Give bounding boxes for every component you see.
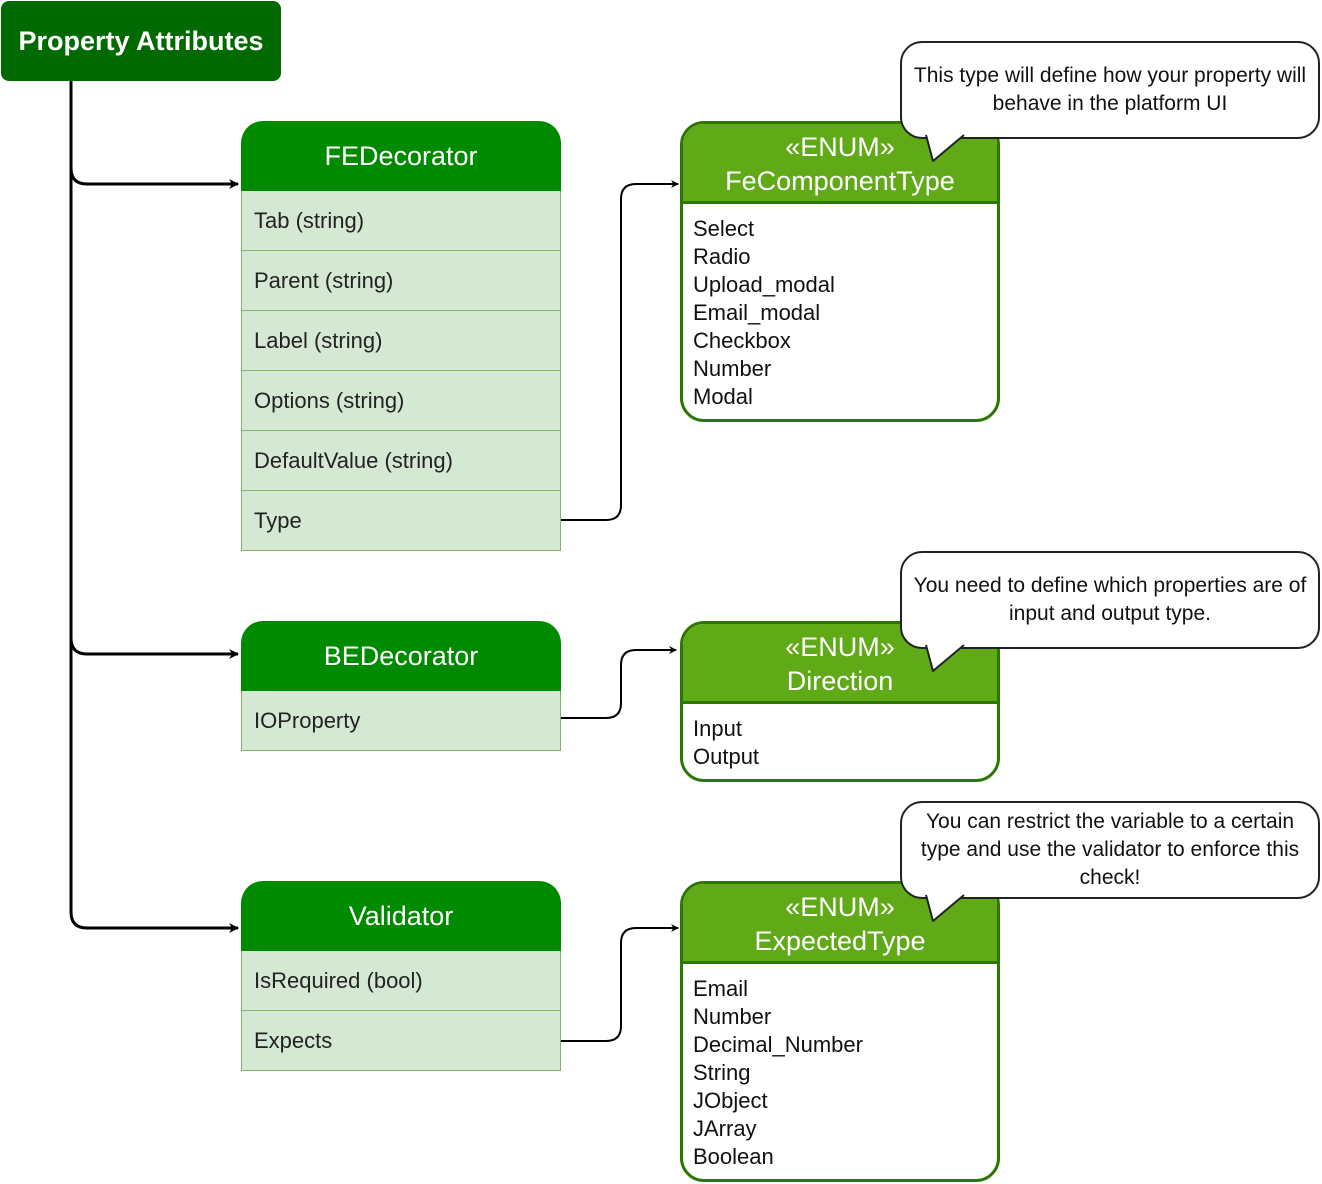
class-validator-header: Validator: [241, 881, 561, 951]
callout-direction-note: You need to define which properties are …: [900, 551, 1320, 649]
enum-fecomponenttype-items: Select Radio Upload_modal Email_modal Ch…: [683, 204, 997, 411]
connector-ioproperty-to-direction: [561, 646, 677, 719]
validator-row-expects: Expects: [241, 1011, 561, 1071]
fedecorator-row-label: Label (string): [241, 311, 561, 371]
class-bedecorator-header: BEDecorator: [241, 621, 561, 691]
bedecorator-row-ioproperty: IOProperty: [241, 691, 561, 751]
enum-stereotype: «ENUM»: [785, 892, 895, 922]
enum-expectedtype: «ENUM» ExpectedType Email Number Decimal…: [680, 881, 1000, 1182]
enum-direction-header: «ENUM» Direction: [683, 624, 997, 704]
enum-item-radio: Radio: [693, 244, 751, 269]
trunk-connector: [69, 81, 239, 933]
fedecorator-row-type: Type: [241, 491, 561, 551]
enum-item-number: Number: [693, 356, 772, 381]
callout-tail-icon: [925, 642, 965, 672]
enum-item-email-modal: Email_modal: [693, 300, 821, 325]
enum-expectedtype-items: Email Number Decimal_Number String JObje…: [683, 964, 997, 1171]
connector-root-to-bedecorator: [69, 637, 239, 659]
enum-item-output: Output: [693, 744, 760, 769]
fedecorator-row-options: Options (string): [241, 371, 561, 431]
enum-item-checkbox: Checkbox: [693, 328, 791, 353]
enum-name: FeComponentType: [725, 166, 955, 196]
enum-item-string: String: [693, 1060, 751, 1085]
enum-name: Direction: [786, 666, 894, 696]
callout-tail-icon: [925, 132, 965, 162]
enum-item-email: Email: [693, 976, 749, 1001]
connector-root-to-fedecorator: [69, 167, 239, 189]
connector-type-to-fecomponenttype: [561, 180, 679, 521]
callout-expectedtype-note: You can restrict the variable to a certa…: [900, 801, 1320, 899]
enum-stereotype: «ENUM»: [785, 632, 895, 662]
fedecorator-row-parent: Parent (string): [241, 251, 561, 311]
class-validator: Validator IsRequired (bool) Expects: [241, 881, 561, 1071]
callout-tail-icon: [925, 892, 965, 922]
callout-text: You need to define which properties are …: [913, 574, 1307, 625]
fedecorator-row-defaultvalue: DefaultValue (string): [241, 431, 561, 491]
connector-expects-to-expectedtype: [561, 924, 679, 1042]
enum-item-modal: Modal: [693, 384, 753, 409]
validator-row-isrequired: IsRequired (bool): [241, 951, 561, 1011]
enum-item-jarray: JArray: [693, 1116, 757, 1141]
root-node-label: Property Attributes: [18, 25, 264, 56]
callout-fecomponenttype-note: This type will define how your property …: [900, 41, 1320, 139]
enum-item-number: Number: [693, 1004, 772, 1029]
callout-text: This type will define how your property …: [913, 64, 1307, 115]
fedecorator-row-tab: Tab (string): [241, 191, 561, 251]
enum-stereotype: «ENUM»: [785, 132, 895, 162]
enum-direction-items: Input Output: [683, 704, 997, 771]
enum-item-jobject: JObject: [693, 1088, 768, 1113]
class-bedecorator: BEDecorator IOProperty: [241, 621, 561, 751]
root-node-property-attributes: Property Attributes: [1, 1, 281, 81]
enum-item-boolean: Boolean: [693, 1144, 774, 1169]
class-fedecorator: FEDecorator Tab (string) Parent (string)…: [241, 121, 561, 551]
enum-item-decimal-number: Decimal_Number: [693, 1032, 863, 1057]
callout-text: You can restrict the variable to a certa…: [920, 810, 1300, 889]
enum-name: ExpectedType: [754, 926, 926, 956]
enum-item-select: Select: [693, 216, 755, 241]
enum-item-upload-modal: Upload_modal: [693, 272, 835, 297]
enum-item-input: Input: [693, 716, 742, 741]
class-fedecorator-header: FEDecorator: [241, 121, 561, 191]
